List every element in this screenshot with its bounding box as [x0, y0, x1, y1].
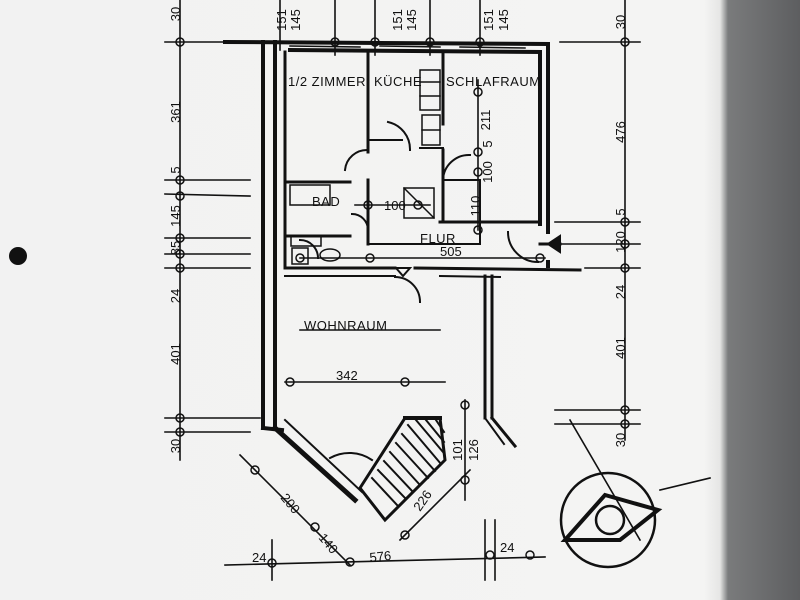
dim-bay-101: 101 [450, 439, 465, 461]
kitchen-counter [419, 69, 441, 146]
interior-walls [283, 50, 481, 246]
dim-bot-24a: 24 [252, 550, 266, 565]
dim-bad-100: 100 [384, 198, 406, 213]
dim-top-151b: 151 [390, 9, 405, 31]
dim-right-5: 5 [613, 208, 628, 215]
dim-bot-200: 200 [278, 490, 303, 516]
room-label-bad: BAD [312, 194, 340, 209]
dim-left-85: 85 [168, 241, 183, 255]
room-label-kueche: KÜCHE [374, 74, 422, 89]
room-label-schlafraum: SCHLAFRAUM [446, 74, 541, 89]
dim-inner-100: 100 [480, 161, 495, 183]
dim-left-30: 30 [168, 439, 183, 453]
dim-top-151a: 151 [274, 9, 289, 31]
dim-left-145: 145 [168, 205, 183, 227]
dim-bot-24b: 24 [500, 540, 514, 555]
room-label-wohnraum: WOHNRAUM [304, 318, 387, 333]
dim-flur-505: 505 [440, 244, 462, 259]
dim-left-401: 401 [168, 343, 183, 365]
dim-bay-126: 126 [466, 439, 481, 461]
dim-right-476: 476 [613, 121, 628, 143]
door-swings [298, 120, 540, 462]
dimension-markers [175, 37, 630, 568]
dim-right-24: 24 [613, 285, 628, 299]
dim-top-145a: 145 [288, 9, 303, 31]
room-label-flur: FLUR [420, 231, 456, 246]
dim-left-5: 5 [168, 166, 183, 173]
dim-inner-110: 110 [468, 196, 483, 217]
dim-top-30: 30 [168, 7, 183, 21]
dim-left-24: 24 [168, 289, 183, 303]
dim-inner-5: 5 [480, 140, 495, 147]
dim-right-120: 120 [613, 231, 628, 253]
dim-right-30b: 30 [613, 433, 628, 447]
dim-top-145b: 145 [404, 9, 419, 31]
dimension-lines [164, 0, 711, 581]
dim-wohn-342: 342 [336, 368, 358, 383]
dim-top-151c: 151 [481, 9, 496, 31]
dim-inner-211: 211 [478, 110, 493, 131]
dim-bot-576: 576 [369, 548, 392, 565]
outer-walls [222, 39, 582, 504]
dim-right-30: 30 [613, 15, 628, 29]
room-label-zimmer: 1/2 ZIMMER [288, 74, 366, 89]
margin-dot [9, 247, 27, 265]
bay-hatching [358, 416, 447, 523]
north-arrow-icon [538, 234, 562, 254]
bath-fixtures [289, 184, 436, 265]
dim-right-401: 401 [613, 337, 628, 359]
dim-top-145c: 145 [496, 9, 511, 31]
compass-icon [559, 471, 663, 569]
entrance-triangle-icon [393, 267, 413, 278]
dim-left-361: 361 [168, 101, 183, 123]
